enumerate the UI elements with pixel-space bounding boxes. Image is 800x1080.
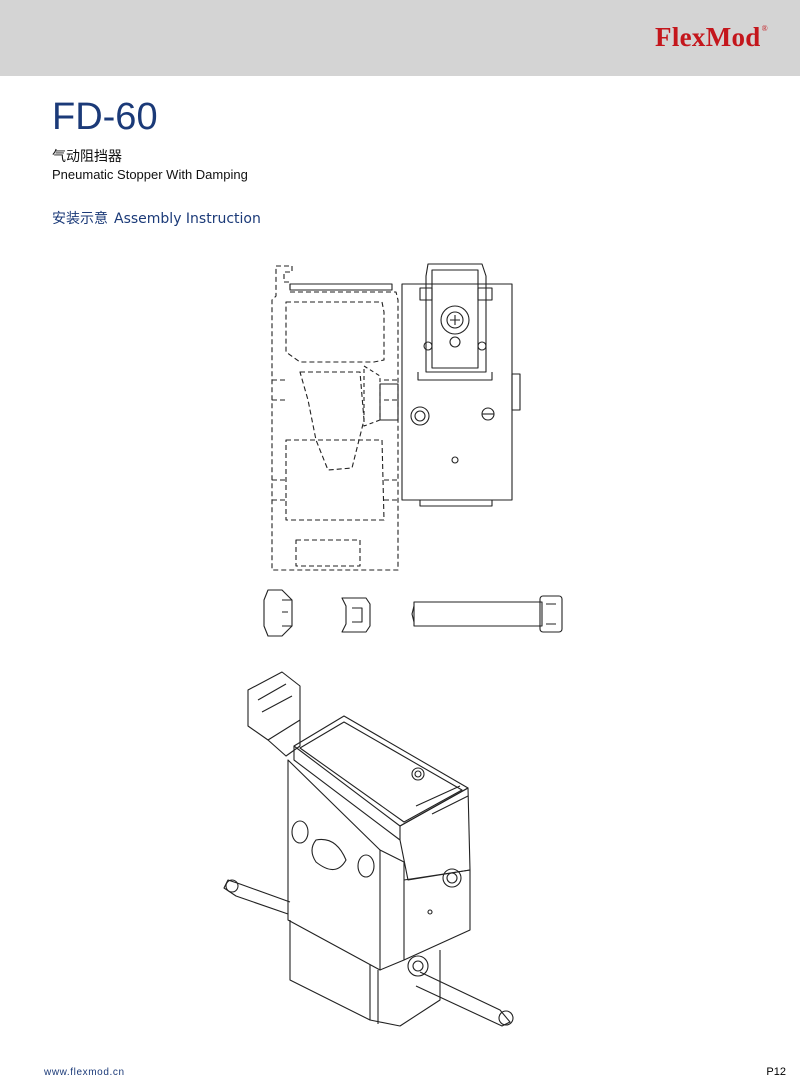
brand-name: FlexMod	[655, 22, 761, 52]
assembly-drawing	[223, 263, 563, 1027]
top-rail	[289, 283, 393, 291]
page-number: P12	[766, 1066, 786, 1078]
product-name-cn: 气动阻挡器	[52, 149, 122, 165]
stopper-body-side	[363, 263, 521, 507]
page-header: FlexMod®	[0, 0, 800, 76]
t-nut-part	[263, 589, 293, 637]
product-name-en: Pneumatic Stopper With Damping	[52, 167, 248, 182]
product-model: FD-60	[52, 96, 158, 138]
registered-mark: ®	[761, 24, 768, 33]
clip-part	[341, 597, 371, 633]
brand-logo: FlexMod®	[655, 22, 768, 53]
section-title-cn: 安装示意	[52, 211, 108, 227]
footer-url[interactable]: www.flexmod.cn	[44, 1067, 125, 1078]
aluminum-profile	[271, 265, 399, 571]
section-title-en: Assembly Instruction	[114, 211, 261, 227]
section-title: 安装示意 Assembly Instruction	[52, 208, 261, 228]
isometric-stopper	[223, 671, 514, 1027]
cap-screw-part	[411, 595, 563, 633]
